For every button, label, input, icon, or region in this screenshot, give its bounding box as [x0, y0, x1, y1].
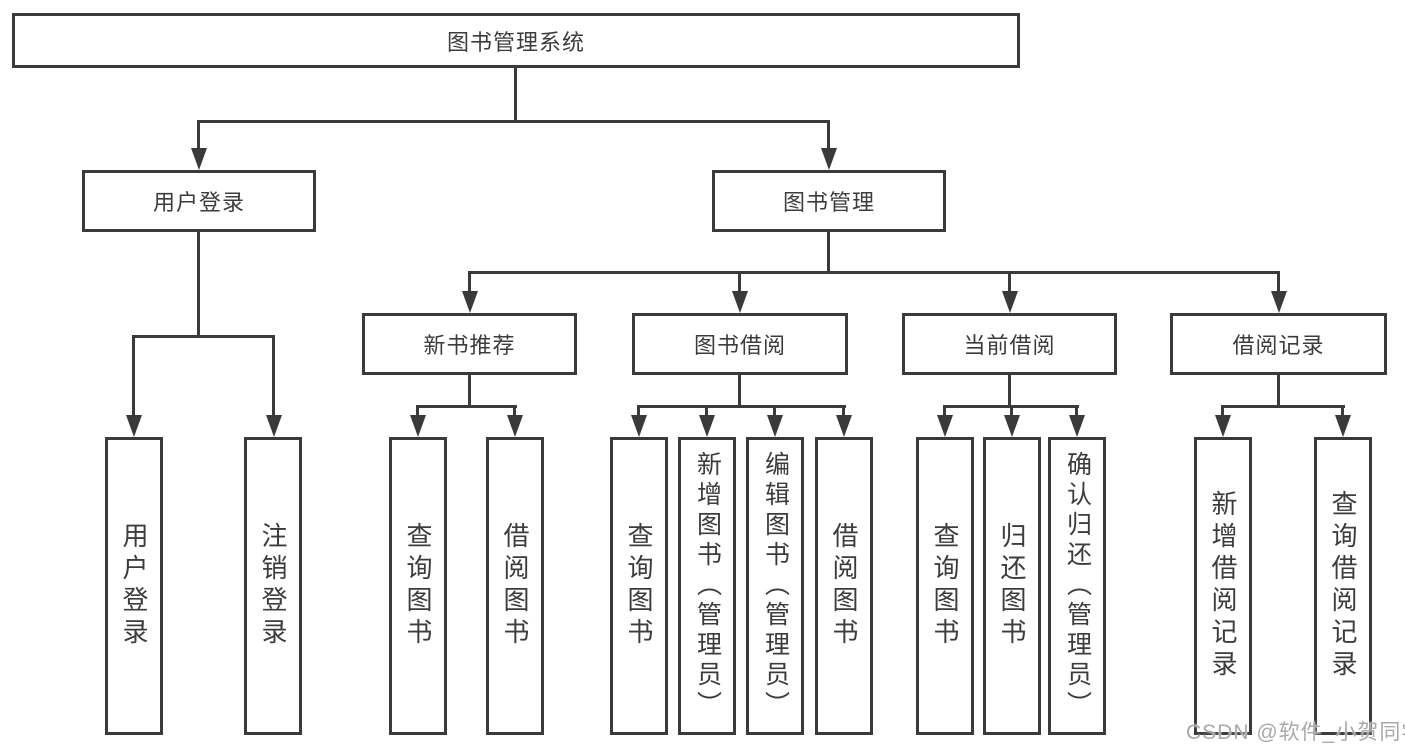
- connector-line: [1008, 375, 1011, 405]
- node-book-borrow-label: 图书借阅: [693, 333, 786, 358]
- node-user-login-label: 用户登录: [152, 190, 245, 215]
- node-current-borrow: 当前借阅: [902, 313, 1117, 375]
- leaf-br-query-record-label: 查询借阅记录: [1328, 490, 1358, 682]
- leaf-user-login-label: 用户登录: [119, 522, 149, 650]
- node-book-borrow: 图书借阅: [632, 313, 848, 375]
- node-book-management: 图书管理: [712, 170, 946, 232]
- leaf-br-query-record: 查询借阅记录: [1314, 437, 1372, 735]
- connector-line: [1221, 405, 1345, 408]
- node-root: 图书管理系统: [12, 13, 1020, 68]
- connector-line: [513, 405, 516, 417]
- leaf-cb-confirm-return-admin: 确认归还（管理员）: [1048, 437, 1106, 735]
- connector-line: [705, 405, 708, 417]
- arrow-down-icon: [507, 415, 523, 437]
- connector-line: [637, 405, 640, 417]
- arrow-down-icon: [631, 415, 647, 437]
- leaf-user-login: 用户登录: [105, 437, 163, 735]
- arrow-down-icon: [1271, 291, 1287, 313]
- connector-line: [738, 271, 741, 292]
- leaf-cb-confirm-return-admin-label: 确认归还（管理员）: [1063, 451, 1092, 721]
- leaf-bb-edit-books-admin: 编辑图书（管理员）: [746, 437, 804, 735]
- node-book-management-label: 图书管理: [782, 190, 875, 215]
- leaf-bb-add-books-admin-label: 新增图书（管理员）: [693, 451, 722, 721]
- arrow-down-icon: [266, 415, 282, 437]
- connector-line: [197, 232, 200, 335]
- connector-line: [416, 405, 419, 417]
- arrow-down-icon: [462, 291, 478, 313]
- connector-line: [514, 68, 517, 120]
- arrow-down-icon: [1004, 415, 1020, 437]
- node-current-borrow-label: 当前借阅: [963, 333, 1056, 358]
- connector-line: [827, 232, 830, 271]
- connector-line: [1277, 375, 1280, 405]
- leaf-nbr-query-books-label: 查询图书: [403, 522, 433, 650]
- connector-line: [468, 271, 1280, 274]
- connector-line: [842, 405, 845, 417]
- leaf-cb-return-books: 归还图书: [983, 437, 1041, 735]
- leaf-bb-query-books-label: 查询图书: [624, 522, 654, 650]
- connector-line: [132, 335, 135, 416]
- node-new-book-recommend: 新书推荐: [362, 313, 577, 375]
- arrow-down-icon: [699, 415, 715, 437]
- leaf-logout: 注销登录: [244, 437, 302, 735]
- leaf-nbr-query-books: 查询图书: [389, 437, 447, 735]
- arrow-down-icon: [767, 415, 783, 437]
- arrow-down-icon: [937, 415, 953, 437]
- leaf-bb-query-books: 查询图书: [610, 437, 668, 735]
- leaf-br-add-record-label: 新增借阅记录: [1208, 490, 1238, 682]
- arrow-down-icon: [410, 415, 426, 437]
- connector-line: [1341, 405, 1344, 417]
- connector-line: [197, 120, 200, 150]
- node-new-book-recommend-label: 新书推荐: [423, 333, 516, 358]
- connector-line: [637, 405, 846, 408]
- watermark: CSDN @软件_小贺同学: [1186, 721, 1405, 744]
- arrow-down-icon: [126, 415, 142, 437]
- leaf-nbr-borrow-books-label: 借阅图书: [500, 522, 530, 650]
- connector-line: [416, 405, 517, 408]
- connector-line: [943, 405, 946, 417]
- connector-line: [468, 271, 471, 292]
- connector-line: [468, 375, 471, 405]
- arrow-down-icon: [1069, 415, 1085, 437]
- connector-line: [738, 375, 741, 405]
- leaf-logout-label: 注销登录: [258, 522, 288, 650]
- arrow-down-icon: [191, 148, 207, 170]
- leaf-bb-borrow-books-label: 借阅图书: [829, 522, 859, 650]
- leaf-bb-edit-books-admin-label: 编辑图书（管理员）: [761, 451, 790, 721]
- leaf-cb-query-books: 查询图书: [916, 437, 974, 735]
- connector-line: [1010, 405, 1013, 417]
- connector-line: [272, 335, 275, 416]
- leaf-bb-borrow-books: 借阅图书: [815, 437, 873, 735]
- node-user-login: 用户登录: [82, 170, 316, 232]
- connector-line: [827, 120, 830, 150]
- arrow-down-icon: [1335, 415, 1351, 437]
- arrow-down-icon: [732, 291, 748, 313]
- connector-line: [197, 120, 830, 123]
- node-borrow-records: 借阅记录: [1170, 313, 1387, 375]
- arrow-down-icon: [1002, 291, 1018, 313]
- connector-line: [1008, 271, 1011, 292]
- leaf-br-add-record: 新增借阅记录: [1194, 437, 1252, 735]
- leaf-cb-query-books-label: 查询图书: [930, 522, 960, 650]
- connector-line: [1221, 405, 1224, 417]
- connector-line: [773, 405, 776, 417]
- leaf-nbr-borrow-books: 借阅图书: [486, 437, 544, 735]
- leaf-bb-add-books-admin: 新增图书（管理员）: [678, 437, 736, 735]
- connector-line: [1277, 271, 1280, 292]
- arrow-down-icon: [821, 148, 837, 170]
- node-root-label: 图书管理系统: [446, 29, 585, 55]
- arrow-down-icon: [1215, 415, 1231, 437]
- connector-line: [132, 335, 275, 338]
- arrow-down-icon: [836, 415, 852, 437]
- node-borrow-records-label: 借阅记录: [1232, 333, 1325, 358]
- leaf-cb-return-books-label: 归还图书: [997, 522, 1027, 650]
- connector-line: [1075, 405, 1078, 417]
